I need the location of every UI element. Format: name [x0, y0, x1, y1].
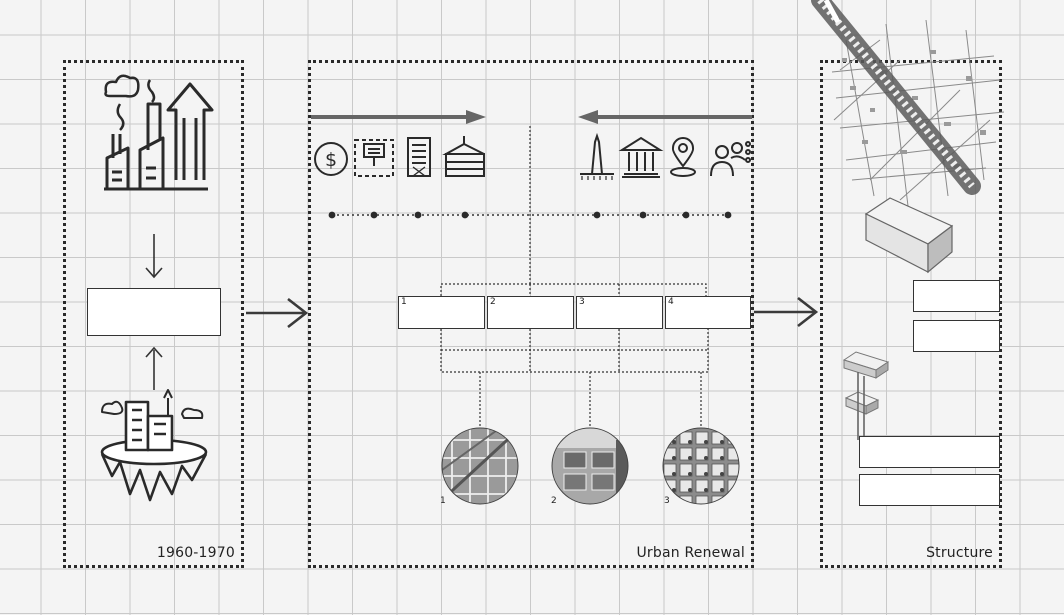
- right-empty-box-2: [913, 320, 1000, 352]
- office-building-icon: [407, 137, 431, 177]
- panel-urban-renewal: Urban Renewal: [308, 60, 754, 568]
- image-circle-3: [662, 427, 740, 505]
- stage-number-3: 3: [579, 297, 585, 307]
- image-circle-1: [441, 427, 519, 505]
- floating-city-icon: [100, 389, 208, 502]
- growth-arrow-icon: [166, 82, 214, 180]
- panel-label-urban-renewal: Urban Renewal: [636, 545, 745, 561]
- image-number-3: 3: [664, 496, 670, 506]
- stage-number-2: 2: [490, 297, 496, 307]
- stage-number-4: 4: [668, 297, 674, 307]
- stage-box-4: 4: [665, 296, 751, 329]
- container-icon: [442, 136, 485, 177]
- image-number-2: 2: [551, 496, 557, 506]
- stage-box-3: 3: [576, 296, 663, 329]
- stage-box-1: 1: [398, 296, 485, 329]
- panel-label-structure: Structure: [926, 545, 993, 561]
- city-map-icon: [811, 0, 1005, 207]
- image-circle-2: [551, 427, 629, 505]
- dollar-icon: $: [314, 142, 348, 176]
- image-number-1: 1: [440, 496, 446, 506]
- panel-label-1960-1970: 1960-1970: [156, 545, 235, 561]
- right-empty-box-4: [859, 474, 1000, 506]
- block-volume-icon: [864, 197, 954, 274]
- stage-number-1: 1: [401, 297, 407, 307]
- factory-icon: [104, 74, 208, 191]
- museum-icon: [618, 136, 664, 178]
- location-pin-icon: [670, 137, 696, 177]
- panel-1960-1970: 1960-1970: [63, 60, 244, 568]
- panel-structure: Structure: [820, 60, 1002, 568]
- monument-icon: [580, 132, 614, 180]
- right-empty-box-1: [913, 280, 1000, 312]
- left-empty-box: [87, 288, 221, 336]
- stage-box-2: 2: [487, 296, 574, 329]
- right-empty-box-3: [859, 436, 1000, 468]
- people-icon: [710, 141, 751, 177]
- structure-model-icon: [842, 351, 890, 440]
- svg-text:$: $: [325, 149, 337, 171]
- signboard-icon: [354, 139, 394, 177]
